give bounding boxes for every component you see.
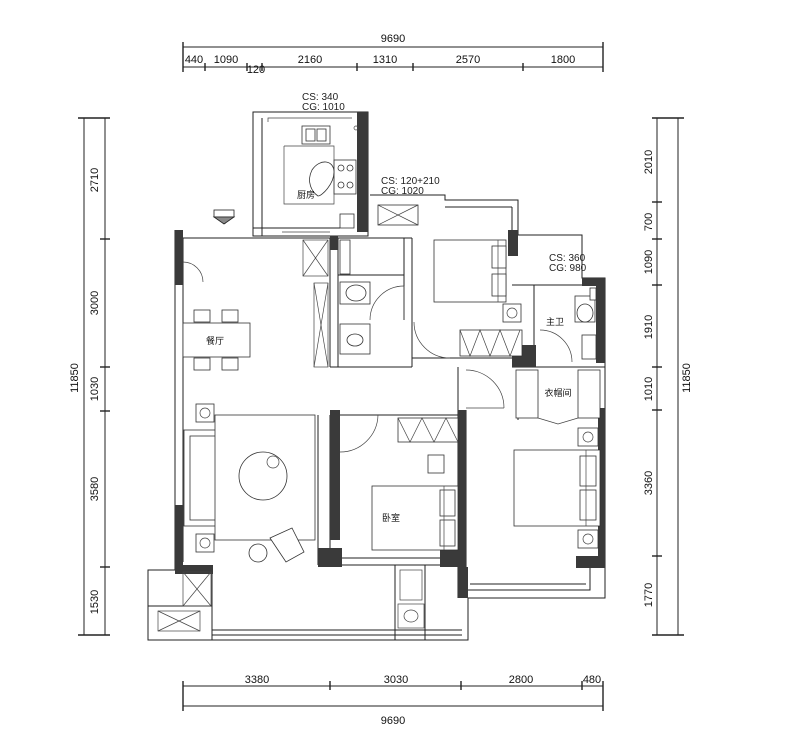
- closet-label: 衣帽间: [544, 387, 571, 399]
- right-dimension-chain: 2010 700 1090 1910 1010 3360 1770 11850: [643, 117, 693, 636]
- kitchen-cg-note: CG: 1010: [302, 102, 345, 113]
- bedroom-furniture: [371, 417, 459, 551]
- right-total-label: 11850: [681, 363, 693, 393]
- bottom-seg-2: 3030: [384, 674, 408, 686]
- kitchen-cs-note: CS: 340: [302, 92, 339, 103]
- closet-fixtures: [515, 369, 601, 425]
- entry-arrow-icon: [212, 209, 236, 225]
- storage-cabinets: [302, 239, 329, 368]
- bottom-seg-1: 3380: [245, 674, 269, 686]
- bottom-dimension-chain: 3380 3030 2800 480 9690: [182, 674, 604, 727]
- left-seg-4: 3580: [89, 477, 101, 501]
- master-bath-fixtures: [574, 287, 597, 360]
- top-seg-2: 1090: [214, 54, 238, 66]
- master-bath-label: 主卫: [546, 316, 564, 328]
- guest-bath-fixtures: [339, 239, 371, 355]
- top-total-label: 9690: [381, 33, 405, 45]
- top-seg-1: 440: [185, 54, 203, 66]
- bedroom-label: 卧室: [382, 512, 400, 524]
- right-seg-1: 2010: [643, 150, 655, 174]
- master-bath-cs-note: CS: 360: [549, 253, 586, 264]
- left-total-label: 11850: [69, 363, 81, 393]
- top-seg-3: 120: [247, 64, 265, 76]
- living-room-furniture: [183, 403, 316, 563]
- kitchen-fixtures: [267, 117, 359, 229]
- windows-and-doors: [182, 218, 573, 453]
- right-seg-2: 700: [643, 213, 655, 231]
- left-seg-5: 1530: [89, 590, 101, 614]
- right-seg-4: 1910: [643, 315, 655, 339]
- dining-table: [182, 309, 251, 371]
- top-seg-7: 1800: [551, 54, 575, 66]
- bottom-seg-4: 480: [583, 674, 601, 686]
- bottom-total-label: 9690: [381, 715, 405, 727]
- balcony-cg-note: CG: 1020: [381, 186, 424, 197]
- left-seg-2: 3000: [89, 291, 101, 315]
- right-seg-6: 3360: [643, 471, 655, 495]
- master-bedroom-furniture: [513, 427, 601, 549]
- top-seg-6: 2570: [456, 54, 480, 66]
- left-dimension-chain: 11850 2710 3000 1030 3580 1530: [69, 117, 110, 636]
- kitchen-label: 厨房: [297, 189, 315, 201]
- washer-box: [377, 204, 419, 226]
- master-bath-cg-note: CG: 980: [549, 263, 587, 274]
- right-seg-7: 1770: [643, 583, 655, 607]
- top-seg-5: 1310: [373, 54, 397, 66]
- top-seg-4: 2160: [298, 54, 322, 66]
- left-seg-1: 2710: [89, 168, 101, 192]
- left-seg-3: 1030: [89, 377, 101, 401]
- structural-columns: [175, 112, 605, 598]
- balcony-fixtures: [157, 569, 425, 632]
- right-seg-5: 1010: [643, 377, 655, 401]
- top-dimension-chain: 9690 440 1090 120 2160 1310 2570 1800: [182, 33, 604, 76]
- bottom-seg-3: 2800: [509, 674, 533, 686]
- right-seg-3: 1090: [643, 250, 655, 274]
- second-bedroom-furniture: [433, 239, 523, 357]
- balcony-cs-note: CS: 120+210: [381, 176, 440, 187]
- dining-label: 餐厅: [206, 335, 224, 347]
